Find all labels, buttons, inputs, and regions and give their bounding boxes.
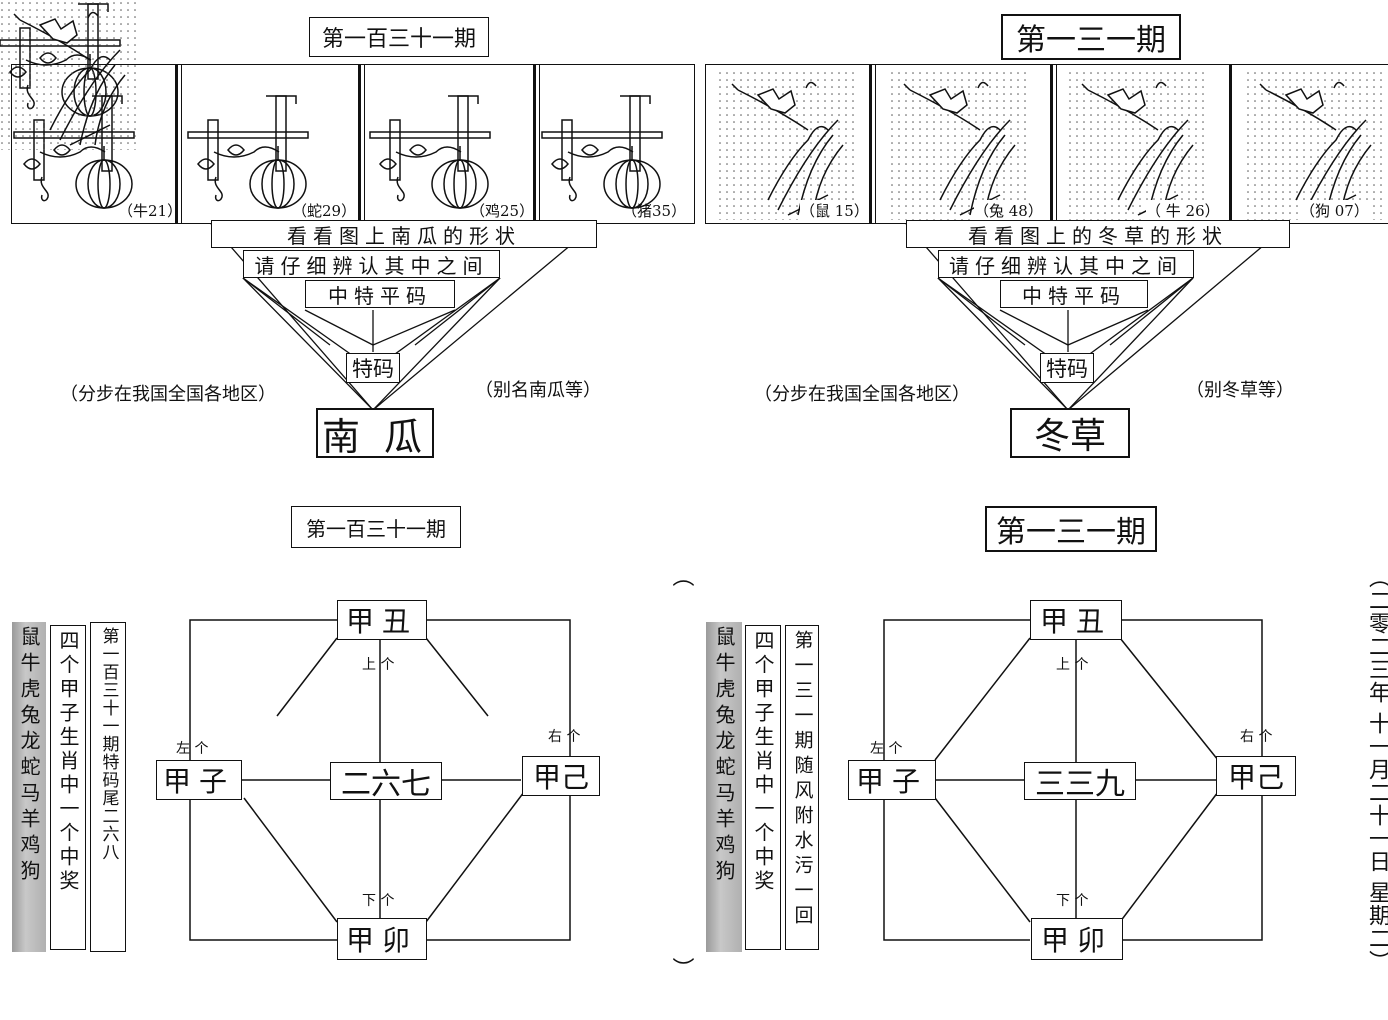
top-right-line1: 看看图上的冬草的形状 [906,220,1290,248]
top-left-caption-4: （猪35） [622,202,687,220]
top-right-note-left: （分步在我国全国各地区） [754,384,970,405]
bottom-left-up-label: 上 个 [362,657,395,673]
top-left-line1: 看看图上南瓜的形状 [211,220,597,248]
bottom-left-tail: 第一百三十一期特码尾二六八 [90,622,126,952]
bottom-right-left-label: 左 个 [870,741,903,757]
bottom-right-tail: 第一三一期随风附水污一回 [785,625,819,950]
top-right-special: 特码 [1040,353,1094,383]
bottom-left-left-label: 左 个 [176,741,209,757]
bottom-left-right-label: 右 个 [548,729,581,745]
bottom-left-down-label: 下 个 [362,893,395,909]
top-right-line2: 请仔细辨认其中之间 [938,250,1194,278]
top-right-answer: 冬草 [1010,408,1130,458]
bottom-right-zodiac: 鼠牛虎兔龙蛇马羊鸡狗 [706,622,742,952]
bottom-left-node-bottom: 甲卯 [337,918,427,960]
top-left-special: 特码 [346,353,400,383]
top-right-caption-4: （狗 07） [1300,200,1369,221]
bottom-right-node-bottom: 甲卯 [1031,918,1123,960]
bottom-right-title: 第一三一期 [985,506,1157,552]
bottom-left-zodiac: 鼠牛虎兔龙蛇马羊鸡狗 [12,622,46,952]
top-left-answer: 南 瓜 [316,408,434,459]
side-date: （二零二三年 十一月二十一日 星期二） [1365,566,1388,973]
top-left-line3: 中特平码 [305,280,455,308]
bottom-left-center: 二六七 [330,762,442,802]
top-right-caption-1: （鼠 15） [800,200,869,221]
top-left-note-right: （别名南瓜等） [475,380,601,401]
top-right-title: 第一三一期 [1001,14,1181,60]
top-right-caption-2: （兔 48） [974,200,1043,221]
bottom-left-title: 第一百三十一期 [291,506,461,548]
bottom-right-node-top: 甲丑 [1030,600,1122,640]
bottom-right-right-label: 右 个 [1240,729,1273,745]
top-left-image-4 [539,64,695,224]
top-left-caption-3: （鸡25） [470,202,535,220]
top-right-image-1 [705,64,872,224]
bottom-right-node-right: 甲己 [1216,756,1296,796]
bottom-right-up-label: 上 个 [1056,657,1089,673]
top-left-line2: 请仔细辨认其中之间 [243,250,500,278]
bottom-right-hint: 四个甲子生肖中一个中奖 [745,625,781,950]
bottom-left-node-top: 甲丑 [337,600,427,640]
top-right-note-right: （别冬草等） [1186,380,1294,401]
bottom-right-node-left: 甲子 [848,760,936,800]
top-right-caption-3: （ 牛 26） [1146,200,1220,221]
top-left-title: 第一百三十一期 [309,17,489,57]
top-left-note-left: （分步在我国全国各地区） [60,384,276,405]
bottom-right-down-label: 下 个 [1056,893,1089,909]
top-left-caption-2: （蛇29） [292,202,357,220]
bottom-right-center: 三三九 [1024,762,1136,802]
bottom-left-node-right: 甲己 [522,756,600,796]
top-right-line3: 中特平码 [1000,280,1148,308]
bottom-left-node-left: 甲子 [156,760,242,800]
flower-illustrations [0,0,1387,221]
top-left-caption-1: （牛21） [118,202,183,220]
bottom-left-hint: 四个甲子生肖中一个中奖 [50,625,86,950]
